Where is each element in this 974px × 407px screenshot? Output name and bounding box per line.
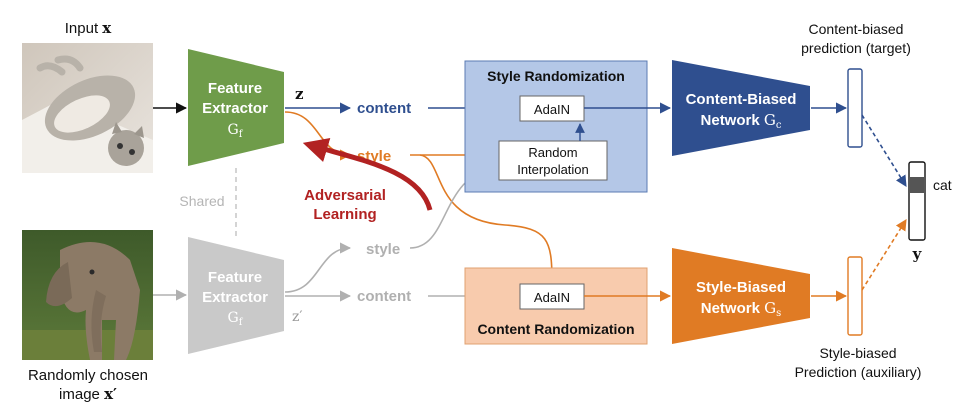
input-image-cat [22, 43, 153, 173]
style-adain-label: AdaIN [534, 102, 570, 117]
random-image-elephant [22, 230, 153, 360]
feature-extractor-bottom-line1: Feature [208, 269, 262, 286]
content-pred-line1: Content-biased [809, 21, 904, 37]
style-randomization-title: Style Randomization [487, 68, 625, 84]
style-biased-network-line2: Network Gs [701, 299, 781, 319]
content-adain-label: AdaIN [534, 290, 570, 305]
random-image-label-line1: Randomly chosen [28, 367, 148, 384]
random-interpolation-line1: Random [528, 145, 577, 160]
arrow-zprime-to-style [284, 242, 352, 293]
random-interpolation-line2: Interpolation [517, 162, 589, 177]
random-image-label-line2: image x′ [59, 385, 117, 403]
adversarial-label-line2: Learning [313, 206, 376, 223]
style-pred-bar [847, 256, 863, 336]
style-biased-network [672, 248, 810, 344]
dashed-content-to-output [861, 114, 907, 187]
feature-extractor-top [188, 49, 284, 166]
content-biased-network-line2: Network Gc [701, 111, 782, 131]
output-cat-label: cat [933, 177, 952, 193]
feature-extractor-bottom [188, 237, 284, 354]
content-top-label: content [357, 100, 411, 117]
content-adain-box [519, 283, 585, 310]
shared-label: Shared [179, 193, 224, 209]
content-bottom-label: content [357, 288, 411, 305]
adversarial-label-line1: Adversarial [304, 187, 386, 204]
content-biased-network-line1: Content-Biased [686, 91, 797, 108]
style-bottom-label: style [366, 241, 400, 258]
feature-extractor-bottom-line2: Extractor [202, 289, 268, 306]
feature-extractor-bottom-symbol: Gf [228, 310, 244, 328]
style-pred-line2: Prediction (auxiliary) [795, 364, 922, 380]
content-randomization-title: Content Randomization [477, 321, 634, 337]
feature-extractor-top-line1: Feature [208, 80, 262, 97]
feature-extractor-top-symbol: Gf [228, 122, 244, 140]
style-pred-line1: Style-biased [819, 345, 896, 361]
arrow-style-to-content-adain [419, 154, 558, 284]
style-adain-box [519, 95, 585, 122]
output-bar-cat-cell [910, 177, 924, 193]
style-biased-network-line1: Style-Biased [696, 279, 786, 296]
dashed-style-to-output [861, 219, 907, 291]
feature-extractor-top-line2: Extractor [202, 100, 268, 117]
output-bar [908, 161, 926, 241]
content-pred-line2: prediction (target) [801, 40, 911, 56]
random-interpolation-box [498, 140, 608, 181]
output-y-label: y [912, 245, 923, 263]
z-prime-label: z′ [292, 309, 303, 325]
adversarial-arrow [302, 138, 433, 211]
z-label: z [295, 85, 304, 103]
content-biased-network [672, 60, 810, 156]
content-pred-bar [847, 68, 863, 148]
input-label: Input x [65, 19, 113, 37]
